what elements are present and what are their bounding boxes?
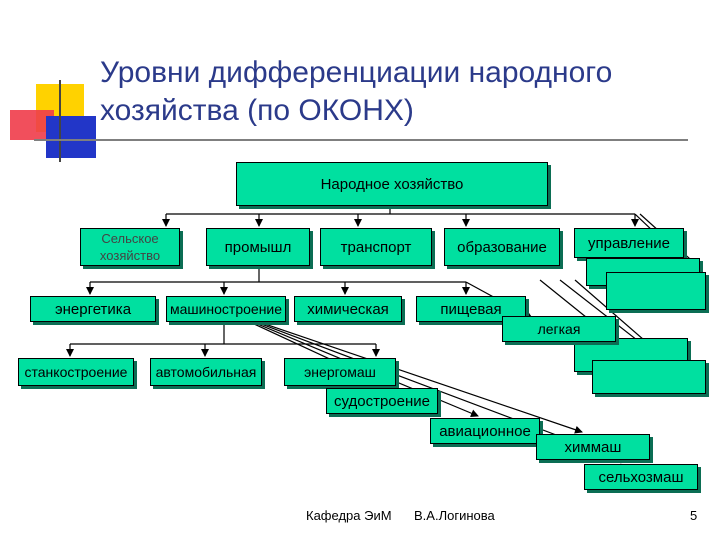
power-machine-box: энергомаш xyxy=(284,358,396,386)
energy-box: энергетика xyxy=(30,296,156,322)
footer-department: Кафедра ЭиМ xyxy=(306,508,392,523)
slide-title: Уровни дифференциации народного хозяйств… xyxy=(100,56,613,127)
industry-box: промышл xyxy=(206,228,310,266)
education-box: образование xyxy=(444,228,560,266)
empty-box-2 xyxy=(606,272,706,310)
food-box: пищевая xyxy=(416,296,526,322)
machine-building-box: машиностроение xyxy=(166,296,286,322)
aviation-box: авиационное xyxy=(430,418,540,444)
root-box: Народное хозяйство xyxy=(236,162,548,206)
page-number: 5 xyxy=(690,508,698,523)
agri-machine-box: сельхозмаш xyxy=(584,464,698,490)
transport-box: транспорт xyxy=(320,228,432,266)
machine-tool-box: станкостроение xyxy=(18,358,134,386)
chemical-box: химическая xyxy=(294,296,402,322)
management-box: управление xyxy=(574,228,684,258)
agriculture-box: Сельское хозяйство xyxy=(80,228,180,266)
chemical-machine-box: химмаш xyxy=(536,434,650,460)
footer-author: В.А.Логинова xyxy=(414,508,495,523)
title-divider xyxy=(34,139,688,141)
decor-blue-square xyxy=(46,116,96,158)
shipbuilding-box: судостроение xyxy=(326,388,438,414)
automotive-box: автомобильная xyxy=(150,358,262,386)
decor-vertical-line xyxy=(59,80,61,162)
empty-box-4 xyxy=(592,360,706,394)
light-industry-box: легкая xyxy=(502,316,616,342)
